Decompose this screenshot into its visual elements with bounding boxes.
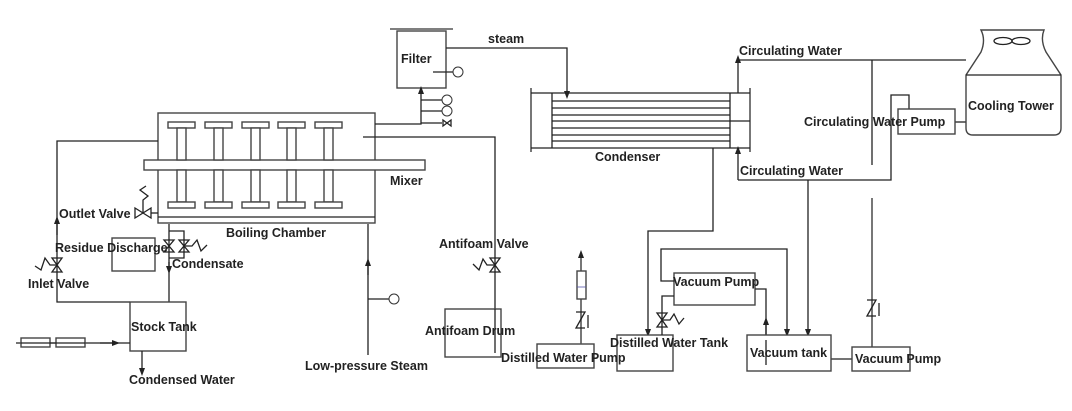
thermometer-icon <box>441 105 453 117</box>
vacuum-tank-label: Vacuum tank <box>750 346 827 360</box>
paddle-arm <box>323 169 334 203</box>
paddle-arm <box>286 127 297 161</box>
paddle-blade <box>314 121 343 129</box>
antifoam-line <box>363 136 496 353</box>
filter <box>390 28 464 89</box>
antifoam-drum <box>444 308 502 358</box>
low-pressure-steam-line <box>365 224 389 355</box>
condenser-label: Condenser <box>595 150 660 164</box>
paddle-blade <box>277 201 306 209</box>
paddle-blade <box>277 121 306 129</box>
vacuum-pump-1-label: Vacuum Pump <box>673 275 759 289</box>
residue-discharge-box <box>111 237 156 272</box>
condensate-line <box>162 224 208 302</box>
circulating-water-pump-label: Circulating Water Pump <box>804 115 946 129</box>
paddle-arm <box>213 127 224 161</box>
stock-tank-label: Stock Tank <box>131 320 197 334</box>
paddle-arm <box>176 127 187 161</box>
feed-line <box>16 337 130 348</box>
residue-discharge-label: Residue Discharge <box>55 241 168 255</box>
paddle-arm <box>176 169 187 203</box>
circulating-water-out-label: Circulating Water <box>739 44 842 58</box>
steam-label: steam <box>488 32 524 46</box>
pressure-indicator-icon <box>388 293 400 305</box>
distilled-tank-valve-icon[interactable] <box>655 312 685 328</box>
outlet-valve-label: Outlet Valve <box>59 207 131 221</box>
distilled-water-pump-label: Distilled Water Pump <box>501 351 626 365</box>
vacuum-pump-2-label: Vacuum Pump <box>855 352 941 366</box>
vacuum-pump-2 <box>851 346 911 372</box>
chamber-vapor-outlet <box>375 86 453 128</box>
paddle-blade <box>167 201 196 209</box>
paddle-arm <box>250 127 261 161</box>
condensed-water-label: Condensed Water <box>129 373 235 387</box>
paddle-blade <box>241 121 270 129</box>
mixer <box>143 121 426 209</box>
filter-label: Filter <box>401 52 432 66</box>
mixer-label: Mixer <box>390 174 423 188</box>
paddle-blade <box>204 121 233 129</box>
outlet-valve-icon[interactable] <box>134 185 158 220</box>
paddle-blade <box>241 201 270 209</box>
inlet-valve-label: Inlet Valve <box>28 277 89 291</box>
stock-tank <box>129 301 187 352</box>
distillate-line <box>645 148 714 337</box>
small-valve-icon <box>442 118 452 128</box>
check-valve-icon <box>865 299 880 317</box>
vacuum-tank <box>746 334 832 372</box>
vacuum-lines <box>660 180 873 365</box>
antifoam-valve-label: Antifoam Valve <box>439 237 529 251</box>
gauge-icon <box>452 66 464 78</box>
distilled-water-outlet <box>574 250 589 344</box>
pressure-gauge-icon <box>441 94 453 106</box>
recirculation-line <box>54 140 158 303</box>
low-pressure-steam-label: Low-pressure Steam <box>305 359 428 373</box>
distilled-water-tank <box>616 334 674 372</box>
distilled-water-pump <box>536 343 595 369</box>
antifoam-drum-label: Antifoam Drum <box>425 324 515 338</box>
antifoam-valve-icon[interactable] <box>472 257 502 273</box>
inlet-valve-icon[interactable] <box>34 256 64 273</box>
cooling-tower-label: Cooling Tower <box>968 99 1054 113</box>
condensate-label: Condensate <box>172 257 244 271</box>
paddle-blade <box>314 201 343 209</box>
distilled-water-tank-label: Distilled Water Tank <box>610 336 728 350</box>
circulating-water-loop <box>735 55 966 181</box>
cooling-tower <box>965 29 1062 136</box>
boiling-chamber-label: Boiling Chamber <box>226 226 326 240</box>
paddle-blade <box>204 201 233 209</box>
vacuum-pump-1 <box>673 272 756 306</box>
paddle-arm <box>213 169 224 203</box>
paddle-arm <box>323 127 334 161</box>
paddle-arm <box>250 169 261 203</box>
condenser <box>530 88 751 152</box>
paddle-blade <box>167 121 196 129</box>
circulating-water-pump <box>897 108 956 135</box>
paddle-arm <box>286 169 297 203</box>
circulating-water-in-label: Circulating Water <box>740 164 843 178</box>
steam-line <box>446 47 570 99</box>
